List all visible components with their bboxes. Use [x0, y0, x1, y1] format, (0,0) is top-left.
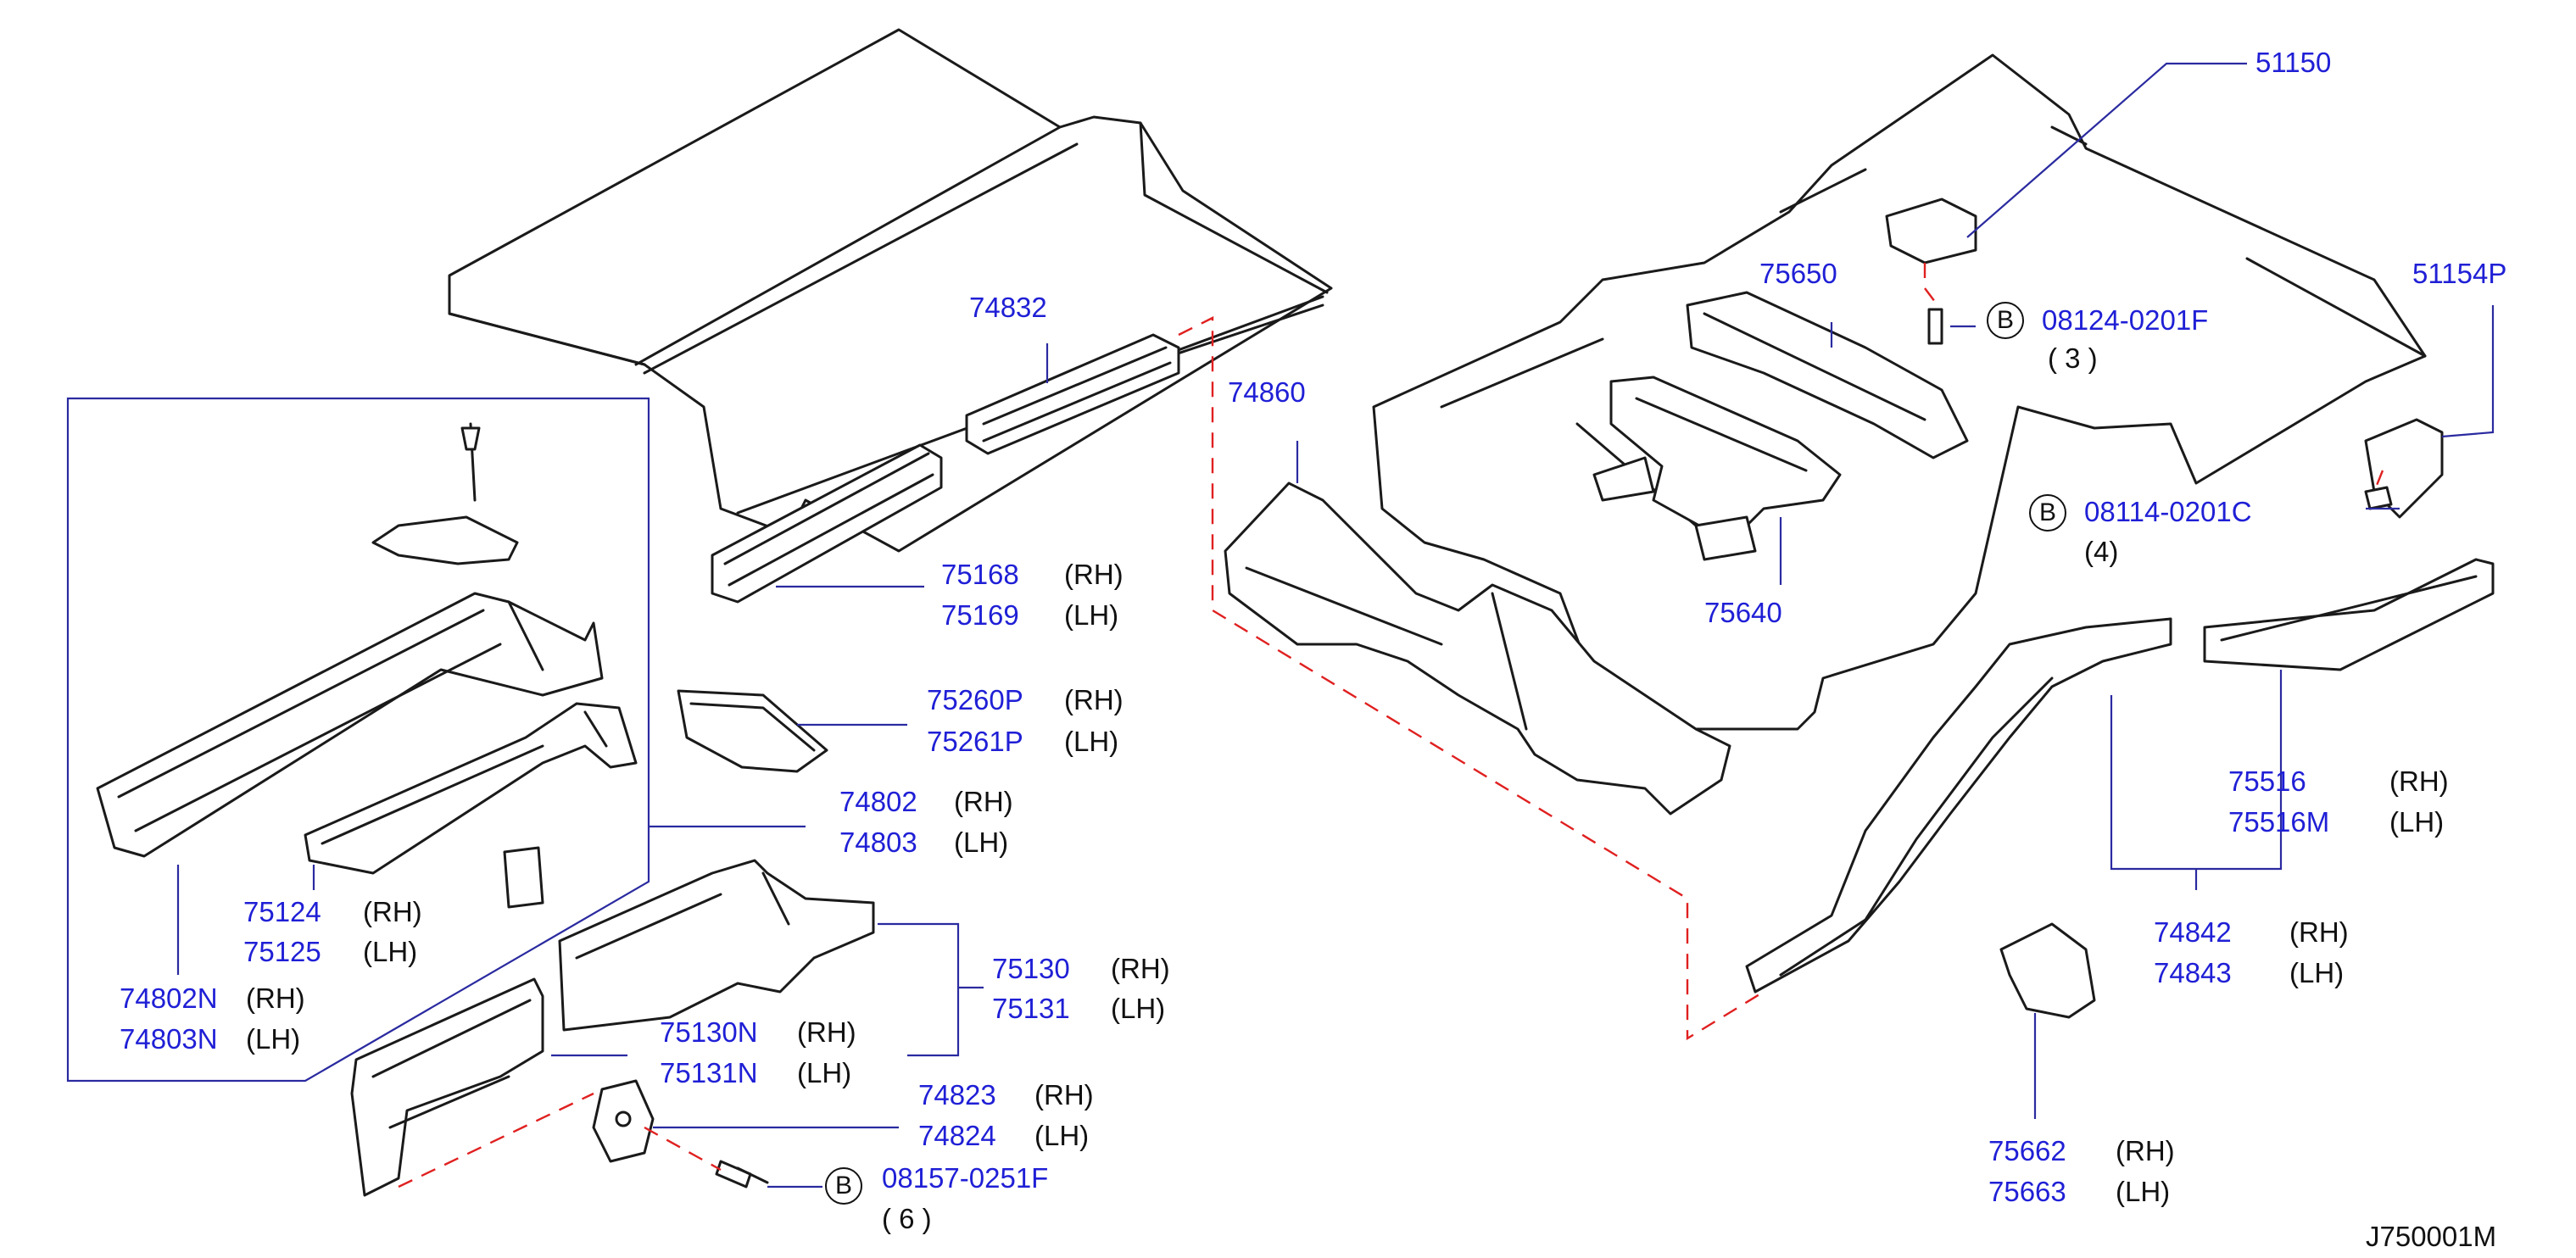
callout-75169-side: (LH) — [1064, 599, 1119, 631]
callout-74832: 74832 — [969, 292, 1047, 323]
part-75260p-shape — [677, 689, 828, 773]
part-75130n-shape — [350, 977, 544, 1197]
bolt-part-08114: 08114-0201C — [2084, 496, 2252, 527]
part-74860-shape — [1224, 481, 1731, 815]
diagram-code: J750001M — [2366, 1221, 2497, 1252]
callout-75261p-side: (LH) — [1064, 726, 1119, 757]
part-75516-shape — [2203, 558, 2495, 671]
bolt-badge-08157: B — [825, 1167, 862, 1205]
part-75650-shape — [1686, 291, 1969, 459]
part-75130-shape — [558, 859, 875, 1032]
callout-75131-side: (LH) — [1111, 993, 1166, 1024]
callout-75125-side: (LH) — [363, 936, 418, 967]
bracket-small-shape — [371, 422, 519, 565]
part-74823-shape — [592, 1079, 655, 1163]
callout-74803n: 74803N — [120, 1023, 218, 1055]
bolt-part-08124: 08124-0201F — [2042, 304, 2209, 336]
callout-75662: 75662 — [1988, 1135, 2066, 1166]
callout-75516: 75516 — [2228, 765, 2306, 797]
callout-74803-side: (LH) — [954, 827, 1009, 858]
callout-74843-side: (LH) — [2289, 957, 2345, 988]
part-75124-shape — [304, 702, 638, 875]
callout-74823: 74823 — [918, 1079, 996, 1110]
dash-08157 — [644, 1126, 722, 1172]
callout-74824-side: (LH) — [1034, 1120, 1090, 1151]
bolt-badge-08124: B — [1987, 302, 2024, 339]
bolt-badge-08114: B — [2029, 494, 2066, 532]
rear-floor-panel — [448, 28, 1333, 553]
inset-frame — [66, 397, 650, 1083]
part-51154p-shape — [2364, 418, 2444, 519]
dash-74832-to-74860 — [1178, 316, 1765, 1041]
callout-75131n: 75131N — [660, 1057, 758, 1088]
callout-75130-side: (RH) — [1111, 953, 1170, 984]
leader-lines — [176, 62, 2495, 1188]
bolt-qty-08114: (4) — [2084, 536, 2119, 567]
part-75168-shape — [711, 443, 943, 604]
dash-51154p — [2372, 470, 2384, 493]
callout-75169: 75169 — [941, 599, 1019, 631]
callout-75663-side: (LH) — [2116, 1176, 2171, 1207]
dash-51150 — [1923, 263, 1938, 306]
callout-75663: 75663 — [1988, 1176, 2066, 1207]
callout-75131n-side: (LH) — [797, 1057, 852, 1088]
bolt-qty-08157: ( 6 ) — [882, 1203, 932, 1234]
callout-75640: 75640 — [1704, 597, 1782, 628]
callout-75260p-side: (RH) — [1064, 684, 1124, 715]
callout-74802n-side: (RH) — [246, 982, 305, 1014]
part-51150-shape — [1885, 198, 1977, 345]
callout-74842-side: (RH) — [2289, 916, 2349, 948]
bolt-08157-shape — [715, 1160, 769, 1188]
callout-74860: 74860 — [1228, 376, 1306, 408]
callout-74802: 74802 — [839, 786, 917, 817]
callout-75124: 75124 — [243, 896, 321, 927]
callout-74823-side: (RH) — [1034, 1079, 1094, 1110]
callout-75130n-side: (RH) — [797, 1016, 856, 1048]
callout-74802n: 74802N — [120, 982, 218, 1014]
callout-75516m-side: (LH) — [2389, 806, 2445, 838]
callout-75260p: 75260P — [927, 684, 1023, 715]
callout-75131: 75131 — [992, 993, 1070, 1024]
callout-75650: 75650 — [1759, 258, 1837, 289]
dash-74823 — [398, 1092, 594, 1188]
callout-74802-side: (RH) — [954, 786, 1013, 817]
part-74842-shape — [1745, 617, 2172, 994]
callout-51154p: 51154P — [2412, 258, 2507, 289]
callout-75516-side: (RH) — [2389, 765, 2449, 797]
callout-74824: 74824 — [918, 1120, 996, 1151]
callout-75130: 75130 — [992, 953, 1070, 984]
callout-75125: 75125 — [243, 936, 321, 967]
bolt-qty-08124: ( 3 ) — [2048, 342, 2098, 374]
callout-74843: 74843 — [2154, 957, 2232, 988]
callout-51150: 51150 — [2255, 47, 2332, 78]
callout-74803: 74803 — [839, 827, 917, 858]
callout-75516m: 75516M — [2228, 806, 2330, 838]
bolt-part-08157: 08157-0251F — [882, 1162, 1049, 1194]
callout-75261p: 75261P — [927, 726, 1023, 757]
callout-75168-side: (RH) — [1064, 559, 1124, 590]
bracket-lower-shape — [503, 846, 544, 909]
part-75640-shape — [1592, 376, 1842, 561]
callout-75130n: 75130N — [660, 1016, 758, 1048]
callout-75124-side: (RH) — [363, 896, 422, 927]
part-74802-shape — [96, 592, 604, 858]
part-75662-shape — [1999, 922, 2096, 1019]
callout-75662-side: (RH) — [2116, 1135, 2175, 1166]
callout-75168: 75168 — [941, 559, 1019, 590]
callout-74803n-side: (LH) — [246, 1023, 301, 1055]
callout-74842: 74842 — [2154, 916, 2232, 948]
part-74832-shape — [965, 333, 1180, 455]
